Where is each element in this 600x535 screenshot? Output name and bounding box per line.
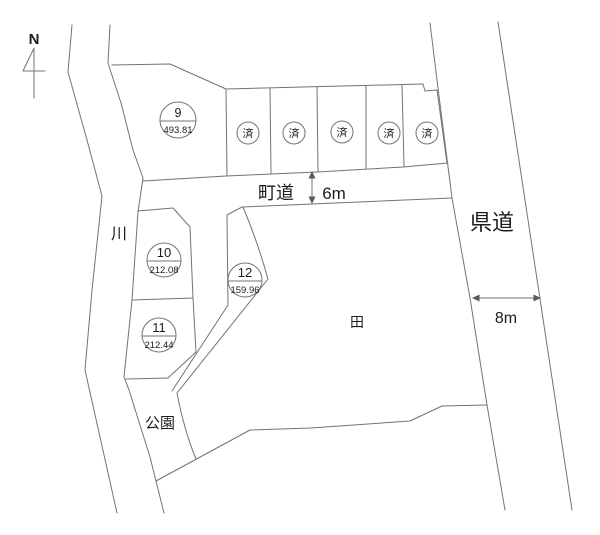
- sold-label: 済: [243, 126, 254, 140]
- sold-label: 済: [384, 126, 395, 140]
- lane-right-edge: [171, 206, 243, 392]
- lot-divider: [225, 89, 228, 177]
- top-boundary: [111, 63, 448, 164]
- park-top-edge: [125, 377, 169, 380]
- town-road-bottom-edge: [241, 197, 453, 208]
- sold-label: 済: [422, 126, 433, 140]
- lot-area: 159.96: [230, 285, 259, 296]
- river-right-bank: [107, 24, 165, 514]
- lot-area: 212.08: [149, 265, 178, 276]
- bottom-boundary: [155, 404, 488, 482]
- lot-9-balloon: 9 493.81: [159, 101, 197, 139]
- lot-number: 10: [157, 245, 171, 260]
- sold-lot-balloon: 済: [330, 120, 354, 144]
- lot-divider: [316, 86, 319, 173]
- lot-10-balloon: 10 212.08: [146, 242, 182, 278]
- town-road-top-edge: [142, 162, 449, 182]
- pref-road-label: 県道: [470, 210, 514, 235]
- field-west-boundary: [176, 206, 269, 460]
- rice-field-label: 田: [350, 314, 364, 330]
- sold-lot-balloon: 済: [236, 121, 260, 145]
- lane-left-edge: [137, 207, 197, 379]
- lot-area: 212.44: [144, 340, 173, 351]
- river-left-bank: [67, 24, 118, 514]
- lot-12-balloon: 12 159.96: [227, 262, 263, 298]
- lot-number: 9: [175, 106, 182, 120]
- pref-road-width-arrow-icon: [472, 294, 541, 302]
- town-road-width-arrow-icon: [308, 171, 316, 204]
- pref-road-width-label: 8m: [495, 310, 517, 327]
- lot-divider: [269, 87, 272, 175]
- sold-lot-balloon: 済: [377, 121, 401, 145]
- pref-road-left-edge: [429, 22, 506, 511]
- park-label: 公園: [145, 415, 175, 432]
- sold-lot-balloon: 済: [282, 121, 306, 145]
- town-road-width-label: 6m: [322, 184, 346, 203]
- north-label: N: [29, 31, 40, 48]
- town-road-label: 町道: [258, 183, 294, 203]
- lot-10-11-divider: [131, 297, 194, 301]
- lot-number: 11: [152, 320, 166, 335]
- north-arrow-icon: [22, 47, 46, 99]
- lot-11-balloon: 11 212.44: [141, 317, 177, 353]
- sold-label: 済: [337, 125, 348, 139]
- pref-road-right-edge: [497, 21, 573, 511]
- sold-label: 済: [289, 126, 300, 140]
- lot-number: 12: [238, 265, 252, 280]
- lot-area: 493.81: [163, 125, 192, 136]
- sold-lot-balloon: 済: [415, 121, 439, 145]
- lot-divider: [401, 84, 405, 167]
- river-label: 川: [111, 226, 127, 243]
